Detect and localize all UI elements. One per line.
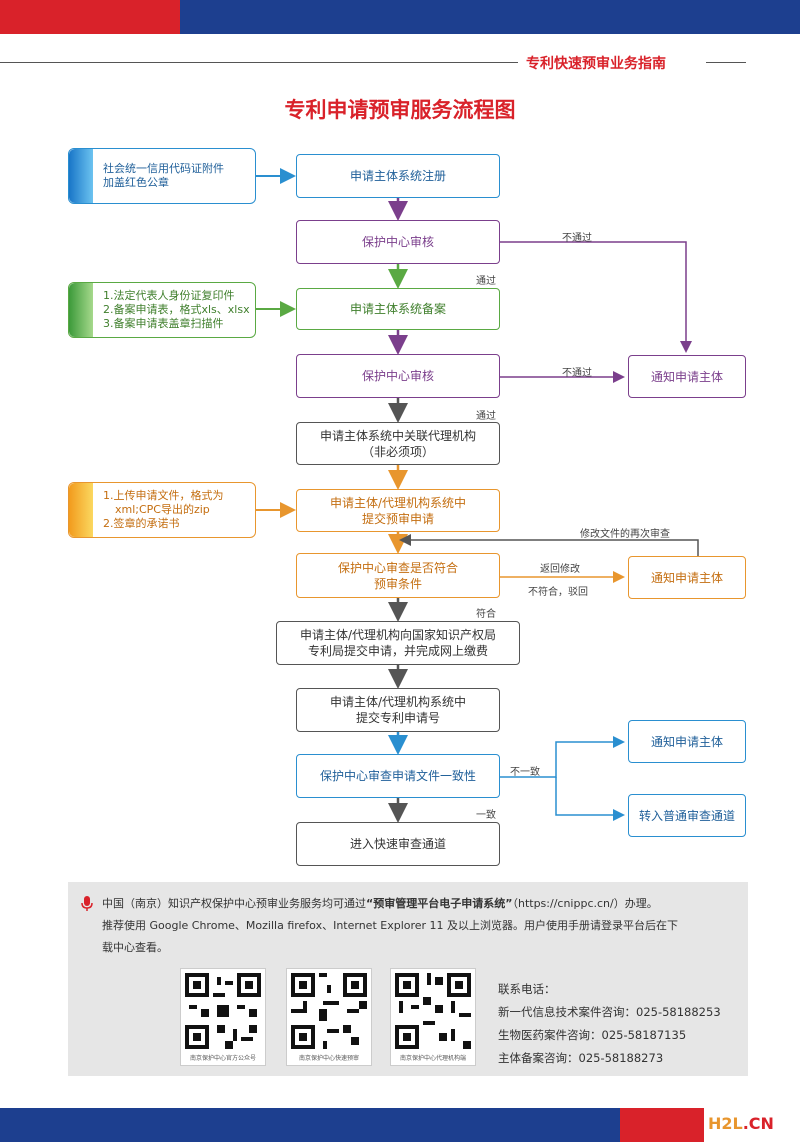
label-inconsistent: 不一致 [510,767,540,778]
note-accent [69,483,93,537]
bottom-blue-bar [0,1108,620,1142]
contact-title: 联系电话： [498,982,556,996]
top-red-bar [0,0,180,34]
flow-connectors [256,168,699,823]
note-line: 2.备案申请表，格式xls、xlsx [103,303,250,316]
qr-caption: 南京保护中心快速预审 [298,1055,359,1062]
qr-caption: 南京保护中心官方公众号 [189,1055,256,1062]
label-fail-2: 不通过 [562,368,592,379]
note-line: 加盖红色公章 [103,176,169,189]
info-line3: 载中心查看。 [102,941,168,954]
step-text: 专利局提交申请，并完成网上缴费 [307,644,488,658]
info-panel: 中国（南京）知识产权保护中心预审业务服务均可通过“预审管理平台电子申请系统”（h… [68,882,748,1076]
contact-info: 联系电话： 新一代信息技术案件咨询：025-58188253 生物医药案件咨询：… [498,978,721,1070]
header-title: 专利快速预审业务指南 [526,56,666,72]
step-filing: 申请主体系统备案 [296,288,500,330]
step-text: 保护中心审查申请文件一致性 [319,769,476,783]
step-submit-cnipa: 申请主体/代理机构向国家知识产权局 专利局提交申请，并完成网上缴费 [276,621,520,665]
label-consistent: 一致 [476,810,496,821]
label-pass-1: 通过 [476,276,496,287]
note-accent [69,149,93,203]
step-text: （非必须项） [361,444,434,459]
step-submit-number: 申请主体/代理机构系统中 提交专利申请号 [296,688,500,732]
label-return-edit: 返回修改 [540,564,580,575]
label-reject: 不符合，驳回 [528,587,588,598]
notify-box-orange: 通知申请主体 [628,556,746,599]
step-fast-track: 进入快速审查通道 [296,822,500,866]
system-name: “预审管理平台电子申请系统” [366,897,513,910]
label-resubmit: 修改文件的再次审查 [580,529,670,540]
label-meets: 符合 [476,609,496,620]
step-register: 申请主体系统注册 [296,154,500,198]
notify-box-blue: 通知申请主体 [628,720,746,763]
step-link-agency: 申请主体系统中关联代理机构 （非必须项） [296,422,500,465]
step-check-conditions: 保护中心审查是否符合 预审条件 [296,553,500,598]
note-line: 1.法定代表人身份证复印件 [103,289,235,302]
header-rule-right [706,62,746,63]
step-text: 申请主体/代理机构系统中 [329,495,467,510]
step-text: 申请主体/代理机构系统中 [329,695,467,709]
qr-code-icon [391,969,475,1053]
note-line: 社会统一信用代码证附件 [103,162,224,175]
note-line: 1.上传申请文件，格式为 [103,489,224,502]
step-review-2: 保护中心审核 [296,354,500,398]
qr-code-icon [287,969,371,1053]
note-registration-docs: 社会统一信用代码证附件 加盖红色公章 [68,148,256,204]
note-line: 2.签章的承诺书 [103,517,180,530]
qr-code-official-account: 南京保护中心官方公众号 [180,968,266,1066]
step-text: 提交预审申请 [361,511,434,526]
step-text: 进入快速审查通道 [349,837,446,851]
note-line: xml;CPC导出的zip [115,503,210,516]
label-fail-1: 不通过 [562,233,592,244]
watermark-part2: .CN [742,1114,774,1133]
normal-track-text: 转入普通审查通道 [638,808,735,823]
contact-line: 生物医药案件咨询：025-58187135 [498,1028,687,1042]
step-text: 申请主体系统中关联代理机构 [319,428,476,443]
step-text: 申请主体系统备案 [349,302,446,316]
notify-text: 通知申请主体 [650,570,723,585]
qr-code-agency: 南京保护中心代理机构端 [390,968,476,1066]
step-submit-prereview: 申请主体/代理机构系统中 提交预审申请 [296,489,500,532]
notify-text: 通知申请主体 [650,734,723,749]
microphone-icon [80,896,94,912]
qr-caption: 南京保护中心代理机构端 [399,1055,466,1062]
step-text: 保护中心审核 [361,235,434,249]
step-text: 提交专利申请号 [355,711,440,725]
label-pass-2: 通过 [476,411,496,422]
qr-code-fast-review: 南京保护中心快速预审 [286,968,372,1066]
normal-track-box: 转入普通审查通道 [628,794,746,837]
note-submission-docs: 1.上传申请文件，格式为 xml;CPC导出的zip 2.签章的承诺书 [68,482,256,538]
contact-line: 主体备案咨询：025-58188273 [498,1051,664,1065]
step-text: 保护中心审查是否符合 [337,560,458,575]
note-filing-docs: 1.法定代表人身份证复印件 2.备案申请表，格式xls、xlsx 3.备案申请表… [68,282,256,338]
info-line1-post: （https://cnippc.cn/）办理。 [512,897,658,910]
step-text: 预审条件 [373,576,422,591]
qr-code-icon [181,969,265,1053]
step-text: 保护中心审核 [361,369,434,383]
watermark-text: H2L.CN [708,1114,774,1133]
step-consistency-check: 保护中心审查申请文件一致性 [296,754,500,798]
step-review-1: 保护中心审核 [296,220,500,264]
watermark-part1: H2L [708,1114,743,1133]
contact-line: 新一代信息技术案件咨询：025-58188253 [498,1005,721,1019]
top-blue-bar [180,0,800,34]
info-line2: 推荐使用 Google Chrome、Mozilla firefox、Inter… [102,919,679,932]
info-text: 中国（南京）知识产权保护中心预审业务服务均可通过“预审管理平台电子申请系统”（h… [102,893,742,959]
notify-box-purple: 通知申请主体 [628,355,746,398]
page-title: 专利申请预审服务流程图 [284,98,516,122]
header-rule-left [0,62,518,63]
note-accent [69,283,93,337]
note-line: 3.备案申请表盖章扫描件 [103,317,224,330]
step-text: 申请主体系统注册 [349,169,446,183]
info-line1-pre: 中国（南京）知识产权保护中心预审业务服务均可通过 [102,897,366,910]
watermark-logo [704,1108,800,1142]
notify-text: 通知申请主体 [650,369,723,384]
step-text: 申请主体/代理机构向国家知识产权局 [299,628,497,642]
